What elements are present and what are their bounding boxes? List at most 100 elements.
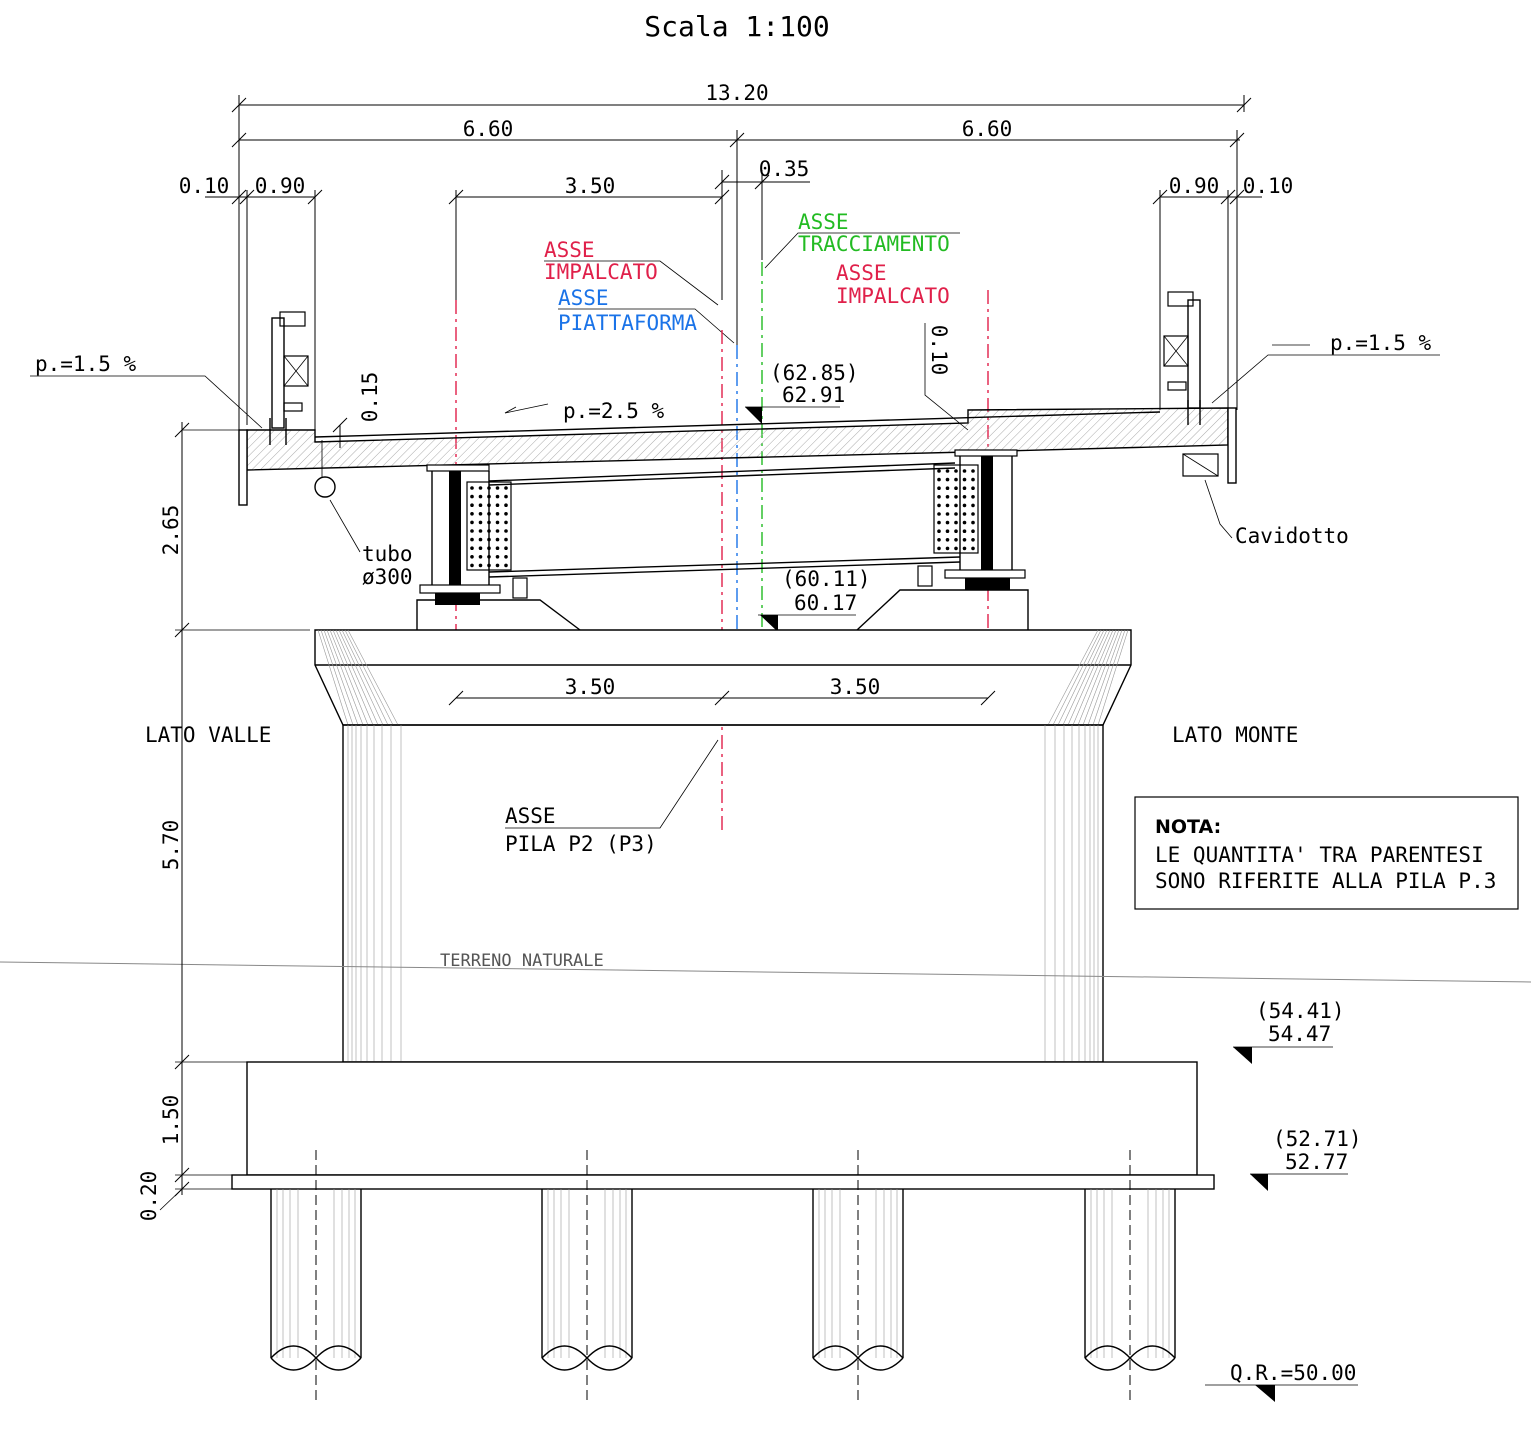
elev-marker-pier bbox=[760, 615, 778, 632]
rivet bbox=[478, 537, 483, 542]
rivet bbox=[487, 537, 491, 542]
pile-break bbox=[1129, 1345, 1176, 1359]
rivet bbox=[495, 563, 500, 568]
pile-break bbox=[812, 1345, 859, 1359]
cap-hatch-line bbox=[1072, 629, 1114, 726]
rivet bbox=[487, 555, 491, 559]
rivets-left bbox=[470, 486, 508, 568]
note-line-1: LE QUANTITA' TRA PARENTESI bbox=[1155, 843, 1484, 867]
rivet bbox=[954, 477, 958, 482]
cross-bracing bbox=[488, 462, 961, 578]
rivet bbox=[495, 537, 500, 542]
rivet bbox=[478, 555, 483, 559]
rivet bbox=[937, 495, 941, 499]
platform-axis-label-2: PIATTAFORMA bbox=[558, 311, 697, 335]
steel-girder-left bbox=[419, 464, 528, 605]
rivet bbox=[470, 529, 474, 533]
deck-axis-left-label-2: IMPALCATO bbox=[544, 260, 658, 284]
rivet bbox=[495, 546, 500, 550]
dim-deck-height: 2.65 bbox=[159, 505, 183, 556]
rivet bbox=[495, 494, 500, 499]
rivet bbox=[945, 503, 950, 508]
rivet bbox=[945, 538, 950, 542]
elev-footing-bottom-p2: 52.77 bbox=[1285, 1150, 1348, 1174]
cap-hatch-line bbox=[338, 629, 384, 726]
rivet bbox=[495, 512, 500, 516]
elev-pier-top-p3: (60.11) bbox=[782, 567, 871, 591]
rivet bbox=[470, 486, 474, 490]
rivet bbox=[937, 486, 941, 491]
pile bbox=[270, 1150, 362, 1405]
deck-axis-left-label-1: ASSE bbox=[544, 238, 595, 262]
rivet bbox=[971, 538, 975, 542]
rivet bbox=[495, 503, 500, 508]
dim-footing-height: 1.50 bbox=[159, 1095, 183, 1146]
elev-footing-top-p2: 54.47 bbox=[1268, 1022, 1331, 1046]
footing bbox=[246, 1061, 1198, 1176]
dim-edge-left: 0.10 bbox=[179, 174, 230, 198]
cap-hatch-line bbox=[1057, 629, 1105, 726]
elev-marker-deck bbox=[745, 407, 762, 424]
pile-break bbox=[315, 1345, 362, 1359]
rivet bbox=[487, 494, 491, 499]
elev-marker-footing-top bbox=[1233, 1047, 1252, 1064]
cap-hatch-line bbox=[1067, 629, 1111, 726]
rivet bbox=[962, 495, 967, 499]
rivet bbox=[962, 529, 967, 533]
rivet bbox=[971, 520, 975, 525]
piles bbox=[270, 1150, 1176, 1405]
deck-axis-right-label-1: ASSE bbox=[836, 261, 887, 285]
dim-curb-height: 0.15 bbox=[358, 372, 382, 423]
rivet bbox=[971, 469, 975, 473]
rivet bbox=[945, 477, 950, 482]
rivet bbox=[954, 486, 958, 491]
dim-lane-top: 3.50 bbox=[565, 174, 616, 198]
note-box bbox=[1134, 796, 1519, 910]
cap-hatch-line bbox=[335, 629, 379, 726]
note-heading: NOTA: bbox=[1155, 816, 1221, 838]
steel-girder-right bbox=[917, 449, 1026, 590]
deck-axis-right-label-2: IMPALCATO bbox=[836, 284, 950, 308]
rivet bbox=[470, 546, 474, 550]
rivet bbox=[470, 537, 474, 542]
rivet bbox=[504, 520, 508, 525]
rivet bbox=[478, 503, 483, 508]
rivet bbox=[478, 529, 483, 533]
rivet bbox=[945, 546, 950, 551]
dim-pier-height: 5.70 bbox=[159, 820, 183, 871]
rivet bbox=[478, 512, 483, 516]
beam-spacing-dims bbox=[448, 690, 996, 706]
slope-center: p.=2.5 % bbox=[563, 399, 665, 423]
rivet bbox=[937, 546, 941, 551]
rivet bbox=[937, 520, 941, 525]
top-dimension-chain bbox=[205, 95, 1262, 430]
rivet bbox=[487, 512, 491, 516]
cap-hatch-line bbox=[332, 629, 374, 726]
pier-shaft bbox=[342, 724, 1104, 1063]
pile bbox=[812, 1150, 904, 1405]
rivet bbox=[937, 477, 941, 482]
rivet bbox=[954, 495, 958, 499]
dim-total-width: 13.20 bbox=[705, 81, 768, 105]
rivet bbox=[954, 520, 958, 525]
dim-curb-right: 0.90 bbox=[1169, 174, 1220, 198]
cap-hatch-line bbox=[1082, 629, 1120, 726]
cap-hatch-line bbox=[323, 629, 359, 726]
cap-hatch-line bbox=[1047, 629, 1099, 726]
rivet bbox=[470, 555, 474, 559]
rivet bbox=[962, 486, 967, 491]
pile-break bbox=[270, 1345, 317, 1359]
rivet bbox=[954, 469, 958, 473]
cap-hatch-line bbox=[317, 629, 349, 726]
rivet bbox=[504, 494, 508, 499]
rivet bbox=[954, 538, 958, 542]
rivet bbox=[478, 494, 483, 499]
rivet bbox=[504, 503, 508, 508]
vertical-dimension-chain bbox=[159, 422, 310, 1211]
dim-half-left: 6.60 bbox=[463, 117, 514, 141]
tracing-axis-label-2: TRACCIAMENTO bbox=[798, 232, 950, 256]
rivet bbox=[495, 486, 500, 490]
elev-footing-top-p3: (54.41) bbox=[1256, 999, 1345, 1023]
ground-line bbox=[0, 961, 1531, 983]
